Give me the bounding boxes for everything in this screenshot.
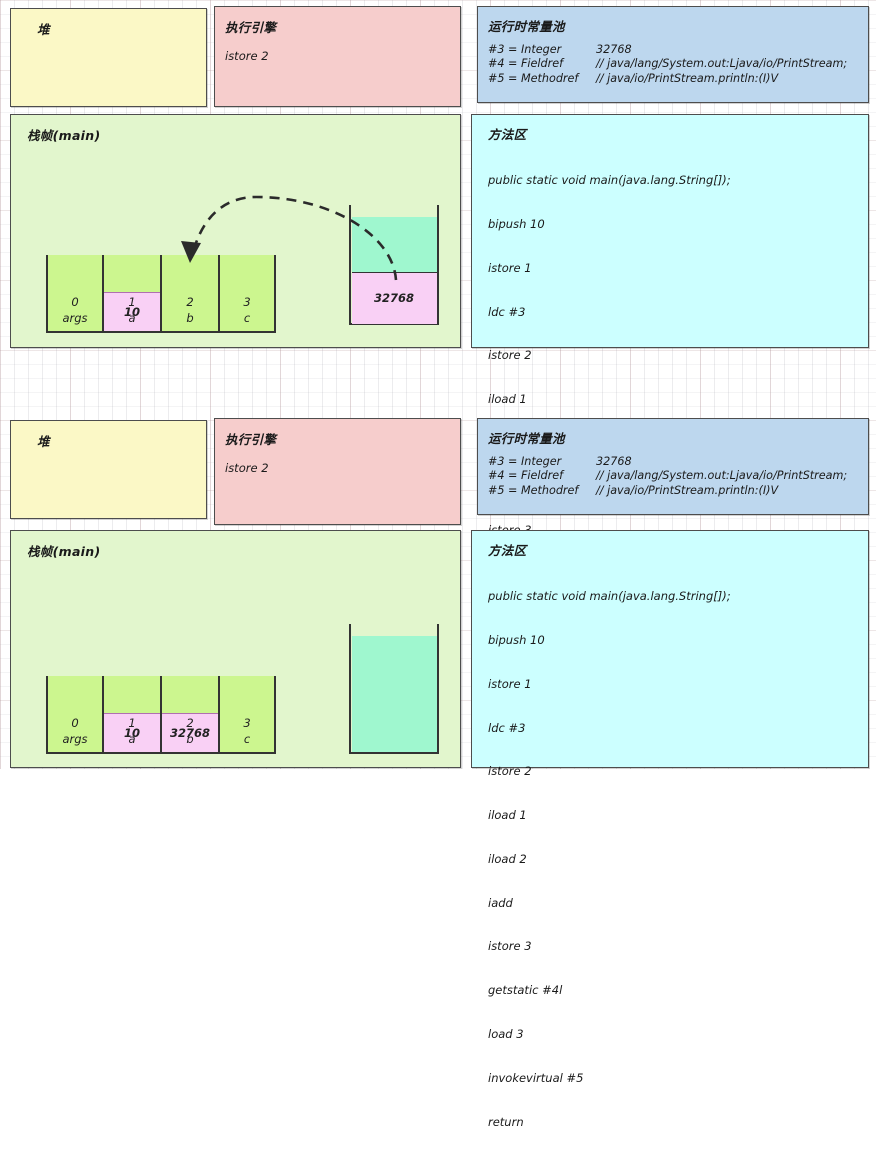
panel-method-area: 方法区 public static void main(java.lang.St… (471, 530, 869, 1129)
code-line: istore 2 (488, 348, 532, 363)
local-var-index: 2 (186, 716, 194, 730)
constant-pool-key: #4 = Fieldref (488, 57, 564, 71)
code-line: ldc #3 (488, 304, 526, 319)
panel-execution-engine: 执行引擎 istore 2 (214, 6, 461, 107)
constant-pool-row: #5 = Methodref // java/io/PrintStream.pr… (488, 72, 847, 86)
constant-pool-row: #3 = Integer 32768 (488, 455, 847, 469)
constant-pool-key: #3 = Integer (488, 43, 562, 56)
code-line: public static void main(java.lang.String… (488, 589, 731, 604)
constant-pool-value: // java/lang/System.out:Ljava/io/PrintSt… (596, 57, 848, 71)
local-var-index: 1 (128, 295, 136, 309)
panel-method-title: 方法区 (488, 543, 527, 558)
constant-pool-key: #4 = Fieldref (488, 469, 564, 483)
local-var-name: args (62, 732, 88, 746)
code-line: bipush 10 (488, 216, 545, 231)
panel-runtime-constant-pool: 运行时常量池 #3 = Integer 32768 #4 = Fieldref … (477, 6, 869, 103)
local-var-slot-3: 3 c (218, 676, 276, 754)
constant-pool-row: #3 = Integer 32768 (488, 43, 847, 57)
panel-pool-title: 运行时常量池 (488, 431, 565, 446)
local-var-value: 10 (104, 292, 160, 331)
code-line: istore 1 (488, 676, 532, 691)
code-line: invokevirtual #5 (488, 1070, 584, 1085)
panel-frame-title: 栈帧(main) (27, 128, 101, 143)
code-line: iload 1 (488, 808, 527, 823)
local-var-value: 10 (104, 713, 160, 752)
local-var-index: 0 (71, 295, 79, 309)
constant-pool-row: #4 = Fieldref // java/lang/System.out:Lj… (488, 57, 847, 71)
code-line: iadd (488, 895, 513, 910)
local-var-index: 0 (71, 716, 79, 730)
local-var-slot-1: 10 1 a (102, 676, 160, 754)
code-line: iload 2 (488, 851, 527, 866)
constant-pool-row: #4 = Fieldref // java/lang/System.out:Lj… (488, 469, 847, 483)
panel-pool-title: 运行时常量池 (488, 19, 565, 34)
local-var-index: 1 (128, 716, 136, 730)
constant-pool-list: #3 = Integer 32768 #4 = Fieldref // java… (488, 43, 847, 86)
local-var-slot-1: 10 1 a (102, 255, 160, 333)
operand-stack-walls (349, 624, 439, 754)
code-line: iload 1 (488, 392, 527, 407)
panel-heap-title: 堆 (37, 22, 50, 37)
diagram-top: 堆 执行引擎 istore 2 运行时常量池 #3 = Integer 3276… (0, 0, 876, 713)
constant-pool-row: #5 = Methodref // java/io/PrintStream.pr… (488, 484, 847, 498)
panel-engine-title: 执行引擎 (225, 20, 277, 35)
method-area-code: public static void main(java.lang.String… (488, 560, 731, 1158)
diagram-bottom: 堆 执行引擎 istore 2 运行时常量池 #3 = Integer 3276… (0, 412, 876, 1129)
constant-pool-list: #3 = Integer 32768 #4 = Fieldref // java… (488, 455, 847, 498)
constant-pool-key: #5 = Methodref (488, 483, 579, 497)
panel-frame-title: 栈帧(main) (27, 544, 101, 559)
local-variable-table: 0 args 10 1 a 32768 2 b 3 c (46, 676, 306, 754)
code-line: bipush 10 (488, 632, 545, 647)
constant-pool-value: 32768 (596, 455, 632, 468)
code-line: istore 2 (488, 764, 532, 779)
panel-execution-engine: 执行引擎 istore 2 (214, 418, 461, 525)
code-line: ldc #3 (488, 720, 526, 735)
local-var-slot-2: 2 b (160, 255, 218, 333)
panel-runtime-constant-pool: 运行时常量池 #3 = Integer 32768 #4 = Fieldref … (477, 418, 869, 515)
panel-heap-title: 堆 (37, 434, 50, 449)
panel-engine-title: 执行引擎 (225, 432, 277, 447)
local-var-name: a (128, 311, 136, 325)
local-var-name: args (62, 311, 88, 325)
operand-stack-empty-space (351, 217, 437, 272)
code-line: getstatic #4l (488, 983, 563, 998)
operand-stack (349, 624, 439, 754)
local-var-slot-0: 0 args (46, 676, 102, 754)
panel-stack-frame: 栈帧(main) 0 args 10 1 a 2 b 3 c (10, 114, 461, 348)
local-var-index: 3 (243, 716, 251, 730)
panel-heap: 堆 (10, 420, 207, 519)
local-var-index: 3 (243, 295, 251, 309)
operand-stack: 32768 (349, 205, 439, 325)
local-var-slot-0: 0 args (46, 255, 102, 333)
constant-pool-key: #3 = Integer (488, 455, 562, 468)
local-var-value: 32768 (162, 713, 218, 752)
panel-method-area: 方法区 public static void main(java.lang.St… (471, 114, 869, 713)
engine-current-instruction: istore 2 (225, 461, 269, 475)
constant-pool-value: // java/io/PrintStream.println:(I)V (596, 71, 779, 85)
code-line: istore 1 (488, 260, 532, 275)
local-var-slot-3: 3 c (218, 255, 276, 333)
local-var-name: b (186, 311, 194, 325)
local-var-name: a (128, 732, 136, 746)
constant-pool-value: // java/lang/System.out:Ljava/io/PrintSt… (596, 469, 848, 483)
code-line: load 3 (488, 1027, 524, 1041)
code-line: istore 3 (488, 939, 532, 954)
panel-method-title: 方法区 (488, 127, 527, 142)
operand-stack-entry: 32768 (351, 272, 437, 324)
code-line: return (488, 1114, 524, 1129)
panel-heap: 堆 (10, 8, 207, 107)
local-var-slot-2: 32768 2 b (160, 676, 218, 754)
constant-pool-value: 32768 (596, 43, 632, 56)
local-var-name: c (243, 311, 251, 325)
local-variable-table: 0 args 10 1 a 2 b 3 c (46, 255, 306, 333)
engine-current-instruction: istore 2 (225, 49, 269, 63)
code-line: public static void main(java.lang.String… (488, 173, 731, 188)
operand-stack-empty-space (351, 636, 437, 752)
constant-pool-value: // java/io/PrintStream.println:(I)V (596, 483, 779, 497)
local-var-name: b (186, 732, 194, 746)
panel-stack-frame: 栈帧(main) 0 args 10 1 a 32768 2 b 3 c (10, 530, 461, 768)
constant-pool-key: #5 = Methodref (488, 71, 579, 85)
local-var-name: c (243, 732, 251, 746)
local-var-index: 2 (186, 295, 194, 309)
